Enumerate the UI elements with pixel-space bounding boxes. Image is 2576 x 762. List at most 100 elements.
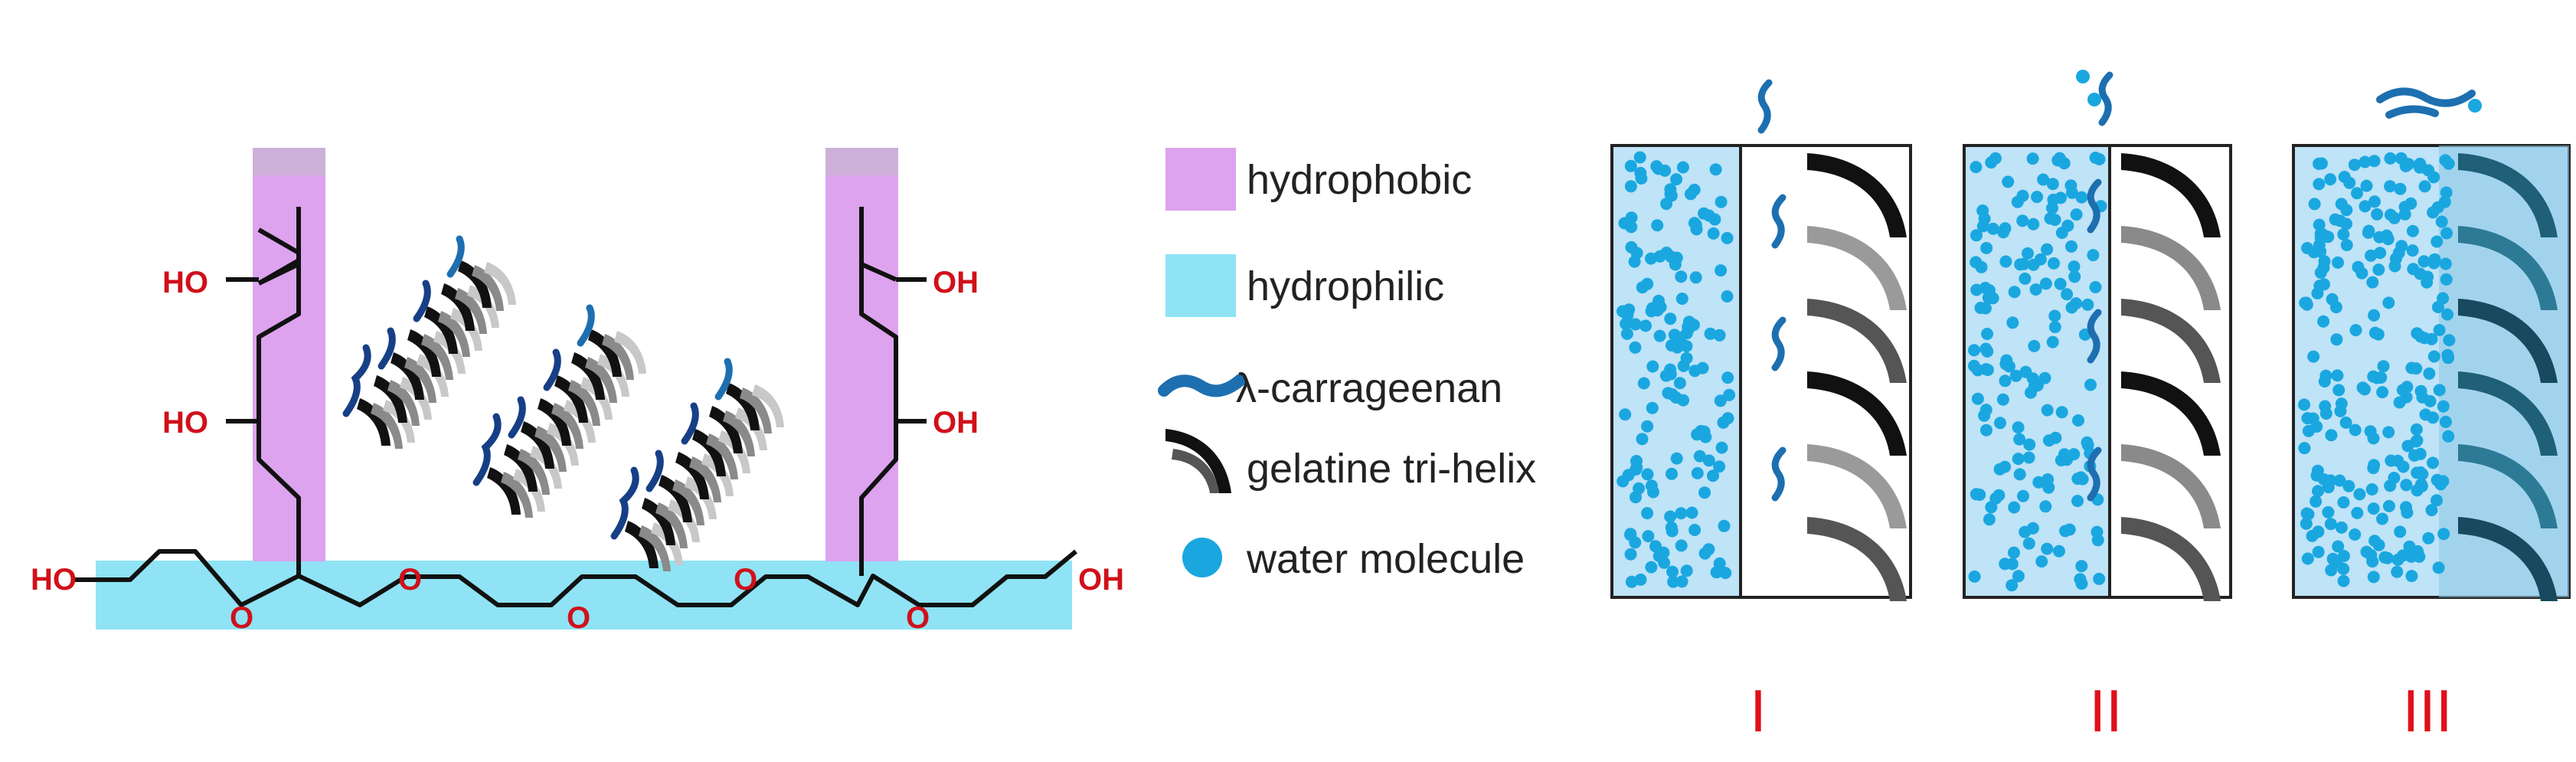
water-dot <box>2046 335 2059 348</box>
water-dot <box>1619 408 1632 421</box>
carrageenan-rising-3 <box>2376 87 2476 119</box>
water-dot <box>1702 209 1715 222</box>
water-dot <box>2365 483 2378 495</box>
water-dot <box>2022 451 2035 464</box>
water-dot <box>2359 155 2372 168</box>
water-dot <box>2394 525 2407 538</box>
water-dot <box>2437 292 2450 305</box>
water-dot <box>1723 388 1736 401</box>
oxygen-2: O <box>398 563 422 597</box>
water-dot <box>1698 486 1711 499</box>
water-dot <box>2019 525 2032 538</box>
hydrophobic-pillar-left <box>253 148 325 561</box>
water-dot <box>2427 456 2439 469</box>
water-dot <box>2374 247 2387 260</box>
water-dot <box>2365 249 2378 262</box>
water-dot <box>1680 352 1693 365</box>
water-dot <box>1976 220 1989 233</box>
water-dot <box>1689 271 1702 284</box>
water-dot <box>2316 228 2329 241</box>
water-dot <box>2362 226 2375 239</box>
water-dot <box>2084 378 2097 391</box>
water-dot <box>2016 214 2029 227</box>
water-dot <box>2081 436 2094 449</box>
water-dot <box>2351 187 2363 200</box>
water-dot <box>2337 562 2350 575</box>
water-dot <box>1719 567 1732 580</box>
water-dot <box>1676 161 1689 174</box>
water-dot <box>2074 573 2087 586</box>
water-dot <box>2087 249 2100 262</box>
water-dot <box>1674 332 1687 345</box>
water-dot <box>1704 327 1717 340</box>
water-dot <box>1664 312 1677 325</box>
water-dot <box>1999 460 2012 473</box>
water-dot <box>2053 152 2066 165</box>
water-dot <box>2417 255 2431 268</box>
legend: hydrophobic hydrophilic λ-carrageenan ge… <box>1158 148 1536 582</box>
water-dots-2 <box>1968 152 2107 592</box>
water-dot <box>2422 164 2435 177</box>
water-dot <box>2093 572 2106 585</box>
water-dot <box>2405 570 2418 583</box>
water-dot <box>2318 255 2331 268</box>
water-dot <box>1999 558 2012 571</box>
side-chain-left-branch <box>226 207 301 424</box>
water-dot <box>1624 548 1637 561</box>
water-dot <box>2400 501 2412 514</box>
water-dot <box>2012 421 2025 434</box>
water-dot <box>1979 363 1992 376</box>
water-dot <box>2397 460 2410 473</box>
water-dot <box>1633 151 1646 164</box>
oh-upper-right: OH <box>933 266 979 299</box>
water-dot <box>2322 481 2335 494</box>
water-dot <box>1639 319 1652 332</box>
gelatine-helix-icon <box>1165 429 1231 493</box>
water-dot <box>2392 247 2405 260</box>
water-dot <box>2337 550 2350 562</box>
water-dot <box>1624 159 1637 172</box>
helix-cluster <box>346 239 784 571</box>
water-dot <box>2356 381 2369 394</box>
water-dot <box>1675 270 1688 283</box>
water-dot <box>1981 328 1993 340</box>
water-dot <box>2337 228 2350 240</box>
water-dot <box>2367 502 2380 515</box>
water-dot <box>2312 545 2325 558</box>
water-dots-1 <box>1617 151 1736 588</box>
water-dot <box>1630 455 1643 467</box>
water-dot <box>1973 489 1986 501</box>
water-dots-3 <box>2298 152 2456 587</box>
water-dot <box>2055 406 2068 419</box>
water-dot <box>1715 441 1728 454</box>
water-dot <box>2410 423 2423 436</box>
water-dot <box>2068 260 2081 273</box>
water-dot <box>2339 416 2352 429</box>
water-dot <box>2414 384 2427 397</box>
stage-panel-2 <box>1963 70 2232 601</box>
ho-lower-left: HO <box>162 406 208 440</box>
water-dot <box>1715 264 1728 277</box>
water-dot <box>2393 396 2406 409</box>
water-dot <box>1968 570 1981 583</box>
water-dot <box>2039 500 2052 513</box>
water-dot <box>2071 495 2084 508</box>
water-dot <box>2065 186 2078 199</box>
water-dot <box>2059 525 2072 538</box>
water-dot <box>1682 316 1695 329</box>
water-dot <box>2308 198 2321 211</box>
oxygen-5: O <box>906 601 930 635</box>
water-dot <box>1666 388 1679 401</box>
water-dot <box>2318 375 2331 388</box>
water-dot <box>2434 478 2447 491</box>
legend-helix-label: gelatine tri-helix <box>1247 446 1536 492</box>
water-dot <box>1667 575 1680 588</box>
water-dot <box>2046 201 2058 214</box>
water-dot <box>1680 340 1693 352</box>
water-dot <box>2332 384 2346 397</box>
water-dot <box>2382 426 2395 439</box>
water-dot <box>2433 384 2446 397</box>
water-dot <box>2068 270 2081 283</box>
water-dot <box>2408 449 2421 462</box>
water-dot <box>2298 442 2311 455</box>
